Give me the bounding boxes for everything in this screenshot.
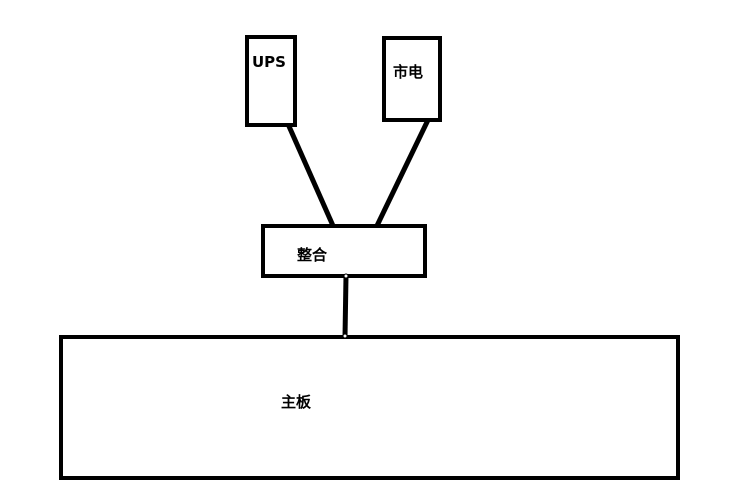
node-grid-power-label: 市电	[393, 63, 423, 81]
node-ups: UPS	[245, 35, 297, 127]
node-ups-label: UPS	[252, 53, 286, 71]
node-ups-box	[245, 35, 297, 127]
node-grid-power-box	[382, 36, 442, 122]
node-motherboard-box	[59, 335, 680, 480]
edge-integrate-to-motherboard	[342, 275, 349, 338]
edge-ups-to-integrate	[285, 122, 337, 230]
node-integrate: 整合	[261, 224, 427, 278]
node-motherboard: 主板	[59, 335, 680, 480]
node-grid-power: 市电	[382, 36, 442, 122]
node-integrate-box	[261, 224, 427, 278]
node-motherboard-label: 主板	[281, 393, 312, 411]
node-integrate-label: 整合	[297, 246, 328, 264]
edge-grid-power-to-integrate	[370, 118, 431, 236]
connector-dot-motherboard-top	[342, 333, 348, 339]
connector-dot-integrate-bottom	[343, 273, 349, 279]
